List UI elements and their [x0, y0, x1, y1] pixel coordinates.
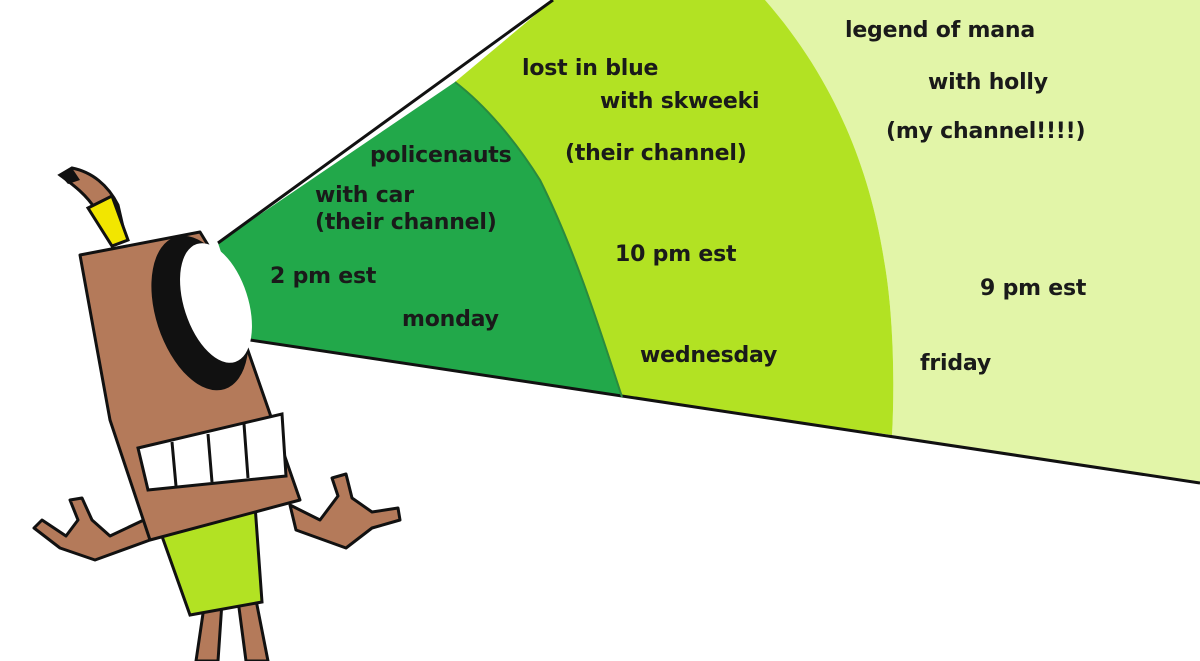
monday-day-label: monday — [402, 307, 499, 332]
monday-game-label: policenauts — [370, 143, 512, 168]
beam-divider-a — [454, 81, 623, 398]
teeth — [136, 412, 288, 492]
friday-segment — [765, 0, 1200, 483]
beam-outline — [217, 0, 1200, 485]
friday-host-label: with holly — [928, 70, 1048, 95]
right-arm — [288, 472, 402, 550]
eye-white — [180, 243, 252, 363]
wednesday-segment — [455, 0, 894, 435]
wednesday-time-label: 10 pm est — [615, 242, 737, 267]
friday-time-label: 9 pm est — [980, 276, 1087, 301]
right-leg — [236, 598, 270, 661]
wednesday-channel-label: (their channel) — [565, 141, 747, 166]
friday-channel-label: (my channel!!!!) — [886, 119, 1086, 144]
wednesday-host-label: with skweeki — [600, 89, 760, 114]
friday-day-label: friday — [920, 351, 992, 376]
wednesday-day-label: wednesday — [640, 343, 778, 368]
left-arm — [32, 496, 152, 562]
monday-segment — [218, 82, 622, 397]
wednesday-game-label: lost in blue — [522, 56, 659, 81]
hat-yellow-band — [85, 193, 130, 248]
monday-channel-label: (their channel) — [315, 210, 497, 235]
monday-host-label: with car — [315, 183, 414, 208]
monday-time-label: 2 pm est — [270, 264, 377, 289]
hat-dark-tip — [60, 168, 80, 184]
friday-game-label: legend of mana — [845, 18, 1036, 43]
